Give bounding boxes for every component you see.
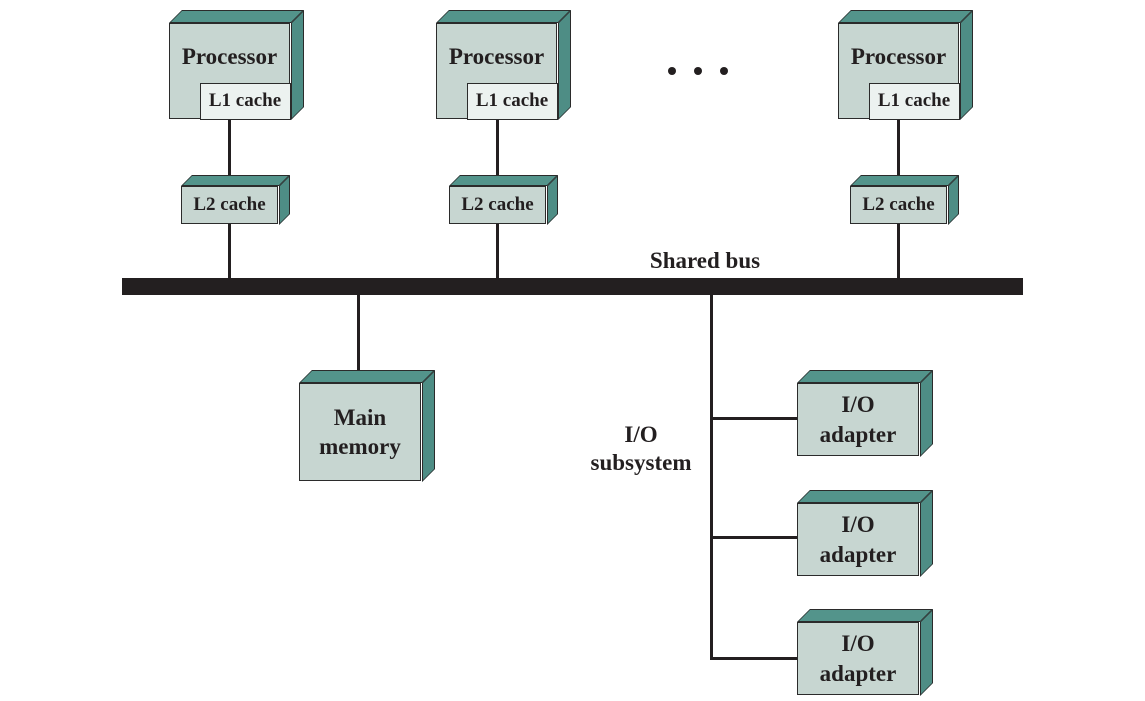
io-adapter-3-box: I/O adapter [797, 622, 919, 695]
connector-l2-1-bus [228, 222, 231, 279]
shared-bus-bar [122, 278, 1023, 295]
connector-processor3-l2 [897, 117, 900, 189]
connector-processor2-l2 [496, 117, 499, 189]
connector-l2-3-bus [897, 222, 900, 279]
ellipsis-dot [720, 67, 728, 75]
io-adapter-2-line1: I/O [841, 511, 875, 537]
branch-io-adapter-1 [711, 417, 797, 420]
connector-processor1-l2 [228, 117, 231, 189]
l2-cache-3-label: L2 cache [862, 194, 935, 215]
processor-1-label: Processor [181, 44, 278, 69]
ellipsis-dot [668, 67, 676, 75]
branch-io-adapter-3 [711, 657, 797, 660]
io-adapter-1-box: I/O adapter [797, 383, 919, 456]
io-adapter-3-line2: adapter [819, 660, 897, 686]
connector-l2-2-bus [496, 222, 499, 279]
l2-cache-1-box: L2 cache [181, 186, 278, 224]
l1-cache-1-box: L1 cache [199, 82, 291, 120]
l2-cache-1-label: L2 cache [193, 194, 266, 215]
io-subsystem-label-line1: I/O [624, 422, 658, 447]
l2-cache-3-box: L2 cache [850, 186, 947, 224]
l1-cache-2-label: L1 cache [475, 90, 549, 111]
processor-3-label: Processor [850, 44, 947, 69]
io-adapter-2-line2: adapter [819, 541, 897, 567]
l1-cache-3-label: L1 cache [877, 90, 951, 111]
l1-cache-1-label: L1 cache [208, 90, 282, 111]
processor-3-box: Processor L1 cache [838, 23, 960, 120]
connector-bus-memory [357, 294, 360, 377]
io-subsystem-label: I/O subsystem [491, 421, 791, 477]
main-memory-label-line2: memory [319, 434, 401, 459]
processor-2-box: Processor L1 cache [436, 23, 558, 120]
processor-2-label: Processor [448, 44, 545, 69]
l1-cache-3-box: L1 cache [868, 82, 960, 120]
io-adapter-1-line1: I/O [841, 391, 875, 417]
branch-io-adapter-2 [711, 536, 797, 539]
shared-bus-label: Shared bus [649, 248, 761, 273]
l1-cache-2-box: L1 cache [466, 82, 558, 120]
ellipsis-dot [694, 67, 702, 75]
io-subsystem-trunk-line [710, 294, 713, 660]
ellipsis-dots-icon [668, 67, 728, 75]
io-adapter-2-box: I/O adapter [797, 503, 919, 576]
l2-cache-2-box: L2 cache [449, 186, 546, 224]
processor-1-box: Processor L1 cache [169, 23, 291, 120]
io-adapter-3-line1: I/O [841, 630, 875, 656]
main-memory-label-line1: Main [333, 405, 387, 430]
io-adapter-1-line2: adapter [819, 421, 897, 447]
l2-cache-2-label: L2 cache [461, 194, 534, 215]
io-subsystem-label-line2: subsystem [590, 450, 692, 475]
main-memory-box: Main memory [299, 383, 421, 481]
